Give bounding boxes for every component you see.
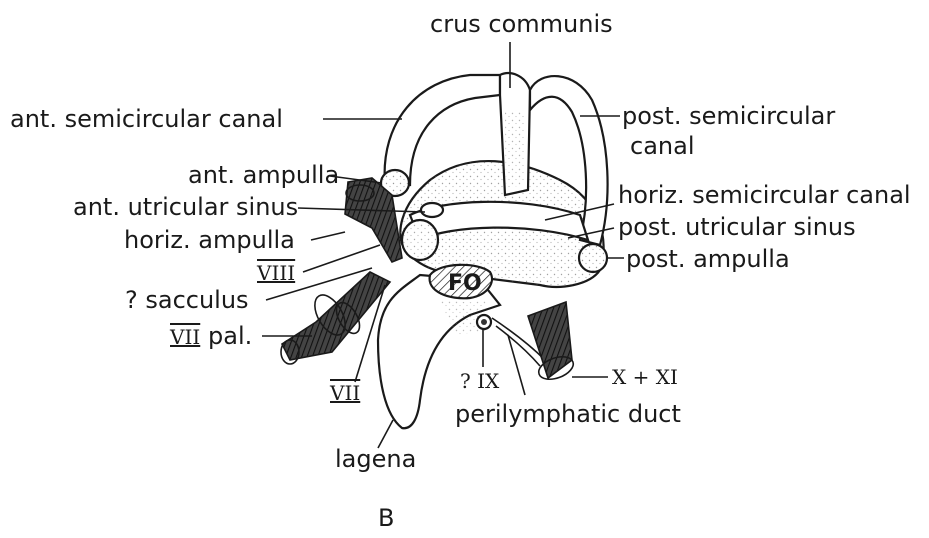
label-vii-pal-roman: VII	[169, 325, 200, 349]
label-vii: VII	[329, 381, 360, 405]
label-post-utricular-sinus: post. utricular sinus	[618, 213, 856, 241]
label-ant-semicircular-canal: ant. semicircular canal	[10, 105, 283, 133]
label-lagena: lagena	[335, 445, 416, 473]
leader-viii	[303, 245, 380, 272]
label-ant-utricular-sinus: ant. utricular sinus	[73, 193, 298, 221]
label-post-semicircular-2: canal	[630, 132, 695, 160]
label-horiz-ampulla: horiz. ampulla	[124, 226, 295, 254]
ant-utricular-sinus-shape	[421, 203, 443, 217]
labyrinth-drawing	[281, 73, 608, 428]
label-crus-communis: crus communis	[430, 10, 613, 38]
label-sacculus: ? sacculus	[125, 286, 249, 314]
label-q-ix: ? IX	[460, 369, 500, 393]
label-post-ampulla: post. ampulla	[626, 245, 790, 273]
figure-letter: B	[378, 504, 394, 532]
label-viii: VIII	[256, 261, 295, 285]
label-fo: FO	[448, 271, 482, 296]
label-ant-ampulla: ant. ampulla	[188, 161, 339, 189]
label-post-semicircular-1: post. semicircular	[622, 102, 835, 130]
label-horiz-semicircular-canal: horiz. semicircular canal	[618, 181, 911, 209]
label-x-xi: X + XI	[612, 365, 678, 389]
leader-perilymphatic-duct	[508, 335, 525, 395]
label-vii-pal-suffix: pal.	[208, 322, 252, 350]
leader-horiz-ampulla	[311, 232, 345, 240]
x-xi-nerve-shape	[528, 302, 572, 378]
label-perilymphatic-duct: perilymphatic duct	[455, 400, 681, 428]
leader-lagena	[378, 420, 393, 448]
